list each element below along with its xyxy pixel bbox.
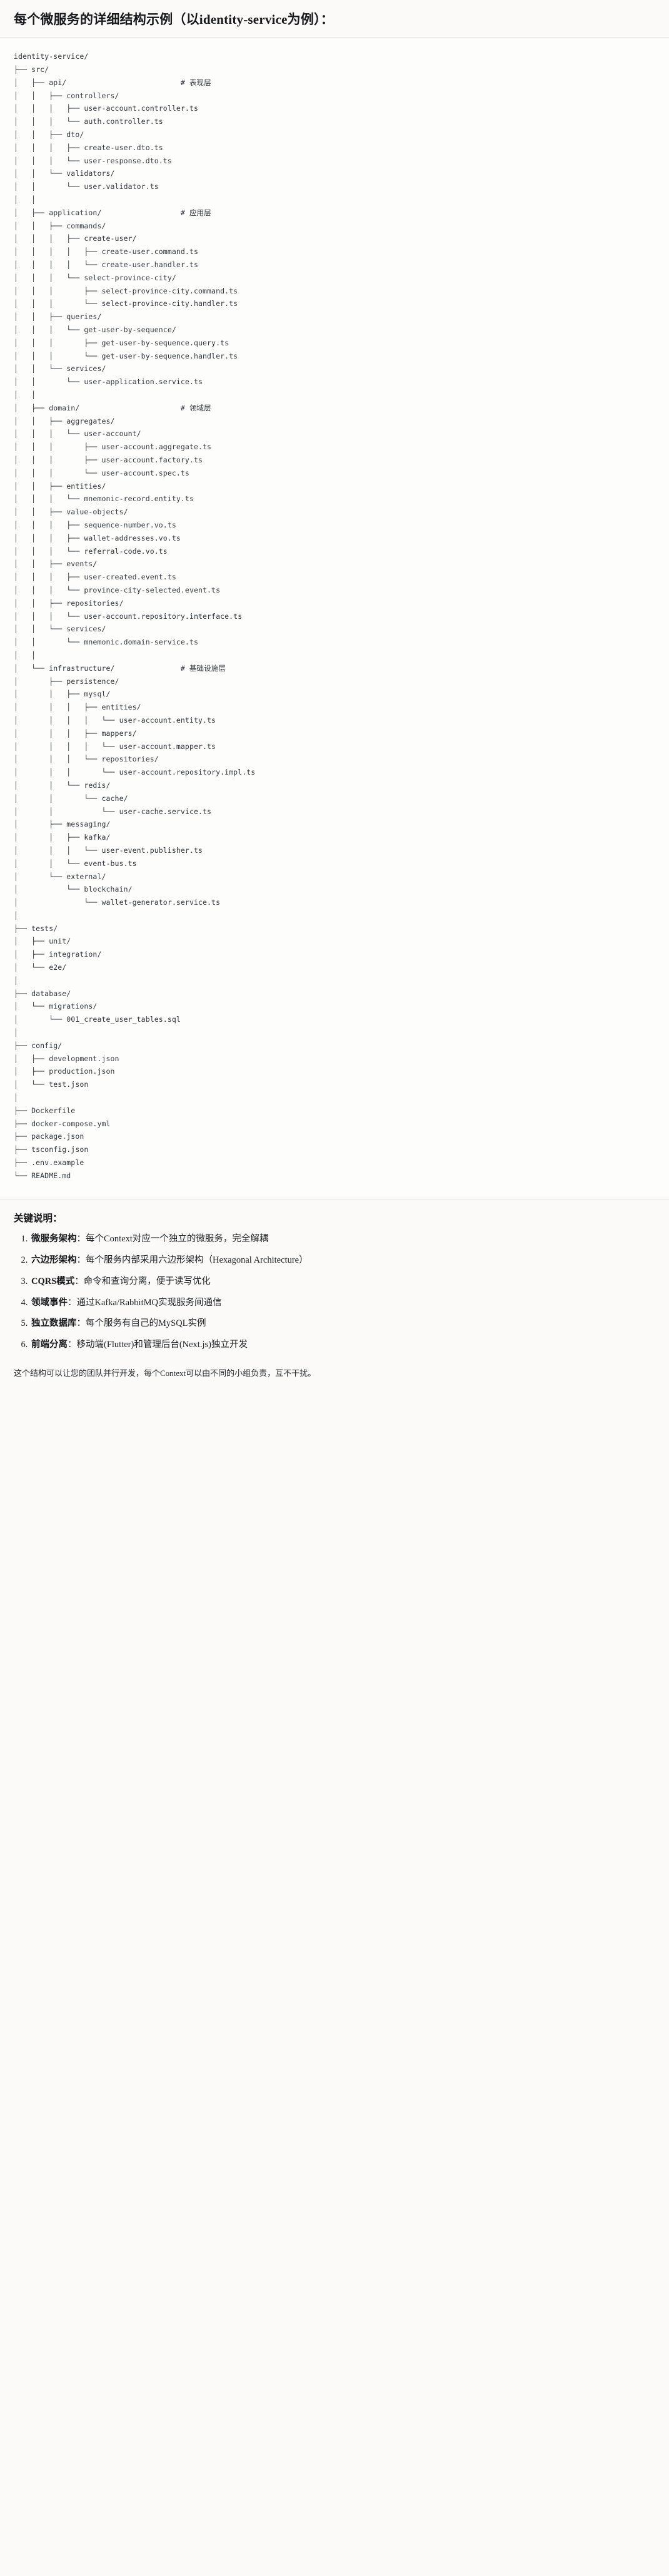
page-title: 每个微服务的详细结构示例（以identity-service为例）： [14, 12, 334, 27]
key-term: 独立数据库 [31, 1318, 77, 1329]
list-item: 独立数据库：每个服务有自己的MySQL实例 [30, 1317, 655, 1331]
key-desc: ：每个服务内部采用六边形架构（Hexagonal Architecture） [76, 1255, 308, 1266]
heading-divider [0, 37, 669, 38]
key-points-section: 关键说明： 微服务架构：每个Context对应一个独立的微服务，完全解耦 六边形… [0, 1199, 669, 1363]
list-item: 微服务架构：每个Context对应一个独立的微服务，完全解耦 [30, 1233, 655, 1246]
key-term: 微服务架构 [31, 1234, 77, 1245]
key-points-title: 关键说明： [14, 1213, 63, 1224]
list-item: 六边形架构：每个服务内部采用六边形架构（Hexagonal Architectu… [30, 1254, 655, 1268]
key-desc: ：移动端(Flutter)和管理后台(Next.js)独立开发 [68, 1340, 248, 1350]
key-term: 前端分离 [31, 1340, 68, 1350]
directory-tree: identity-service/ ├── src/ │ ├── api/ # … [14, 52, 256, 1180]
key-desc: ：每个服务有自己的MySQL实例 [76, 1318, 206, 1329]
key-term: 领域事件 [31, 1297, 68, 1308]
key-desc: ：通过Kafka/RabbitMQ实现服务间通信 [68, 1297, 222, 1308]
key-points-list: 微服务架构：每个Context对应一个独立的微服务，完全解耦 六边形架构：每个服… [14, 1233, 655, 1352]
key-desc: ：每个Context对应一个独立的微服务，完全解耦 [76, 1234, 269, 1245]
list-item: 前端分离：移动端(Flutter)和管理后台(Next.js)独立开发 [30, 1338, 655, 1352]
key-desc: ：命令和查询分离，便于读写优化 [74, 1276, 211, 1286]
key-term: CQRS模式 [31, 1276, 75, 1286]
closing-paragraph: 这个结构可以让您的团队并行开发，每个Context可以由不同的小组负责，互不干扰… [14, 1368, 316, 1378]
document-page: 每个微服务的详细结构示例（以identity-service为例）： ident… [0, 0, 669, 1393]
key-term: 六边形架构 [31, 1255, 77, 1266]
code-block: identity-service/ ├── src/ │ ├── api/ # … [0, 38, 669, 1196]
list-item: 领域事件：通过Kafka/RabbitMQ实现服务间通信 [30, 1296, 655, 1310]
list-item: CQRS模式：命令和查询分离，便于读写优化 [30, 1275, 655, 1289]
